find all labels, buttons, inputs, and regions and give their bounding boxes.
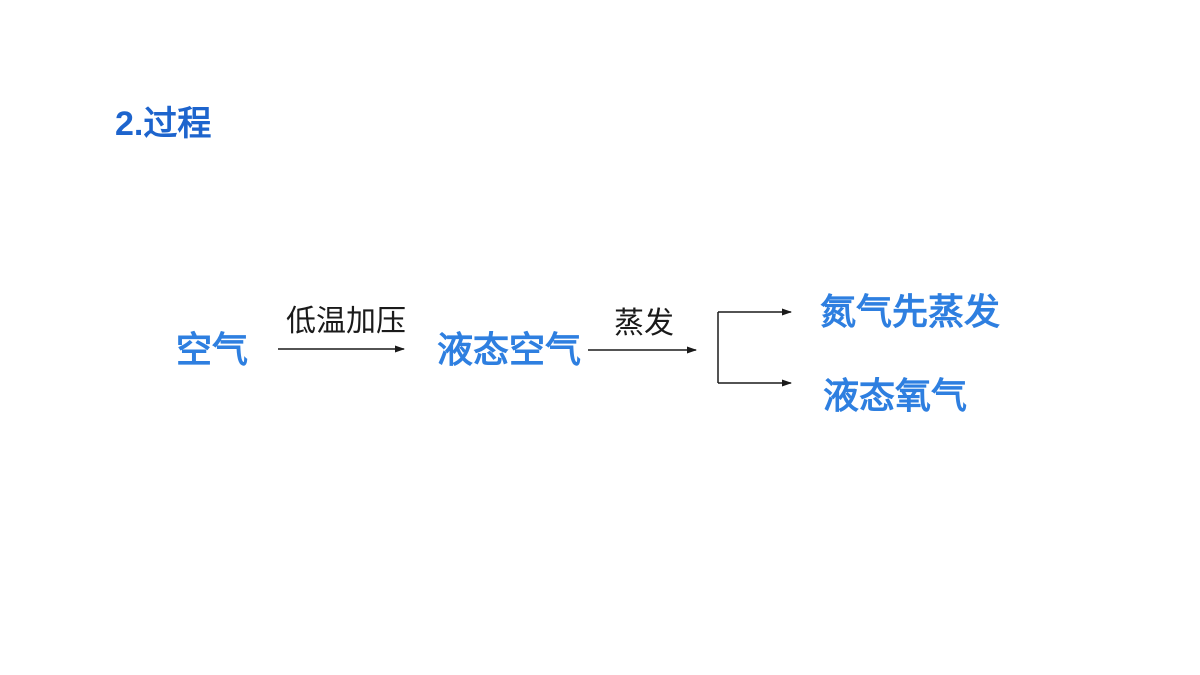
edge-label-compress: 低温加压 [286, 305, 406, 338]
node-liquid-oxygen: 液态氧气 [823, 375, 968, 416]
page-title: 2.过程 [115, 105, 212, 143]
node-air: 空气 [176, 329, 249, 370]
edge-label-evaporate: 蒸发 [614, 307, 674, 340]
node-liquid-air: 液态空气 [437, 329, 582, 370]
node-nitrogen-first-evaporates: 氮气先蒸发 [820, 291, 1001, 332]
